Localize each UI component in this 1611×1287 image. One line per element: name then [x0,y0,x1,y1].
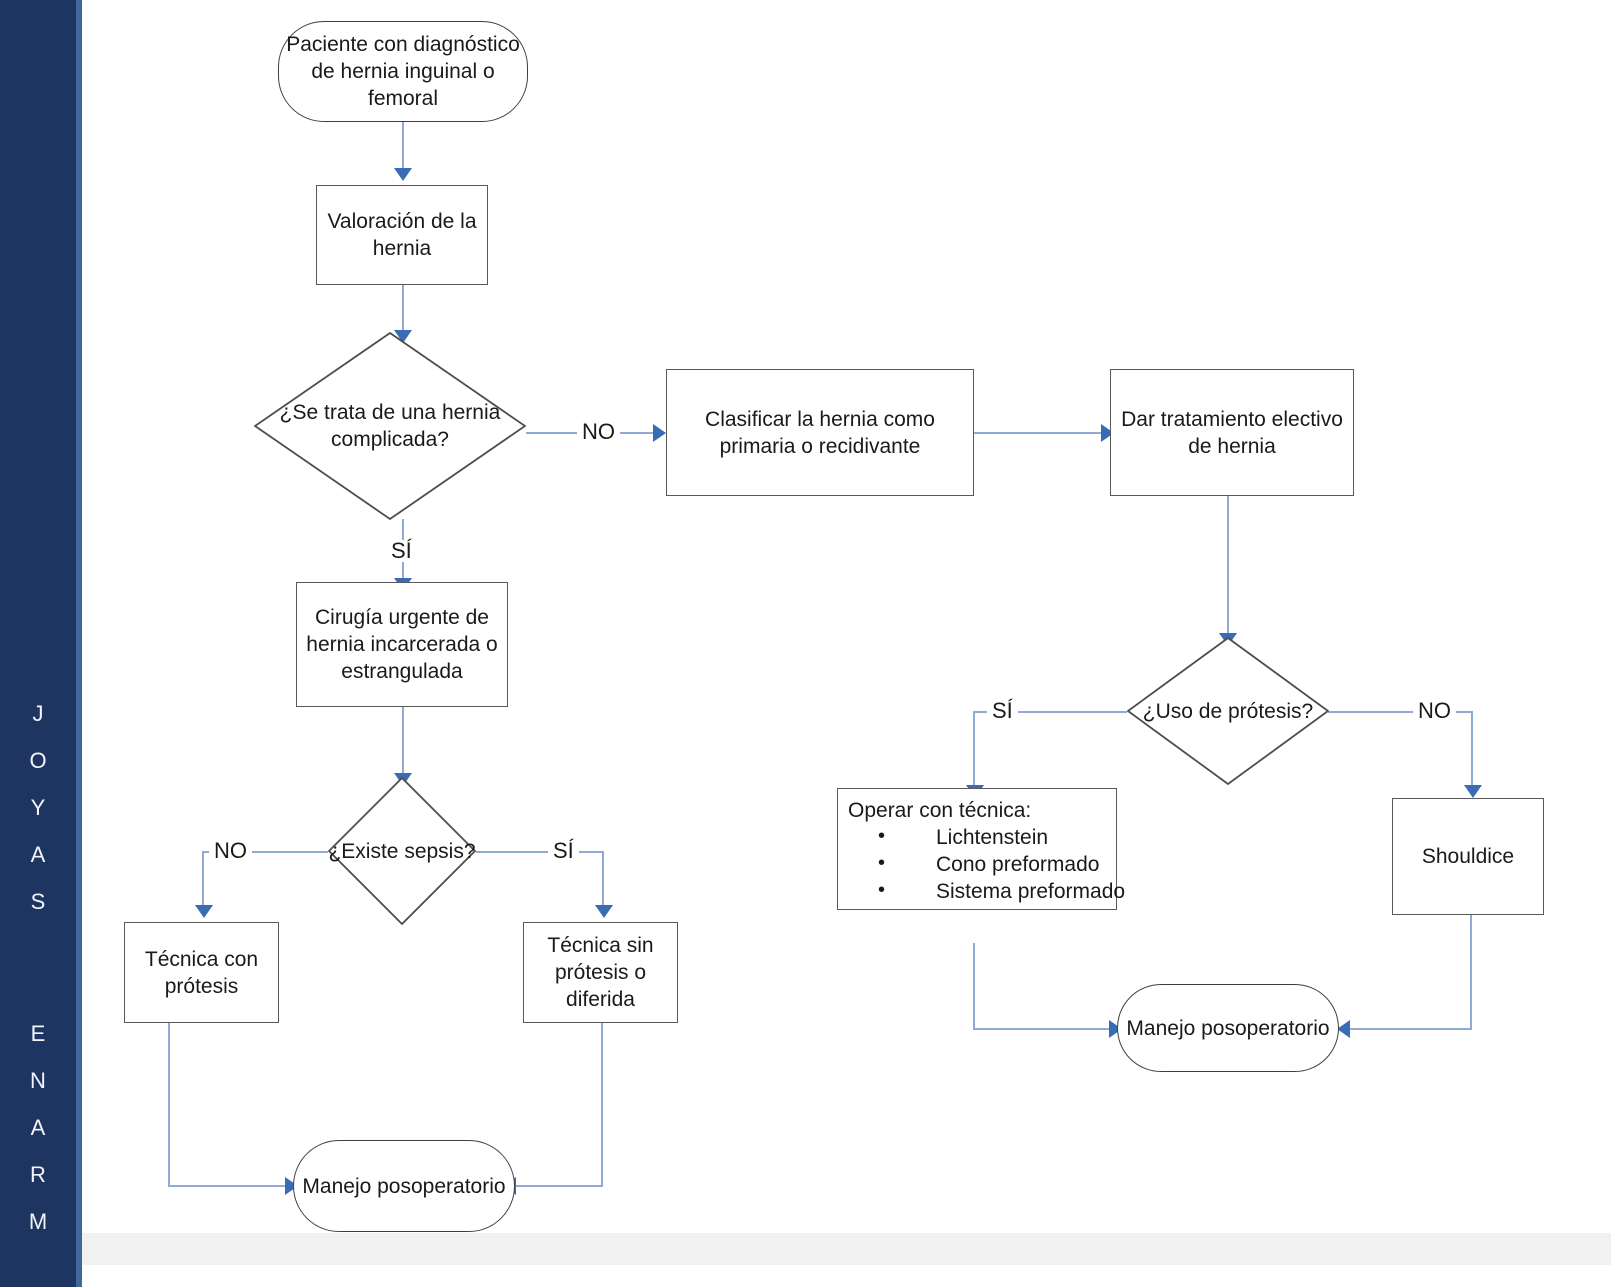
node-operar-title: Operar con técnica: [848,799,1032,822]
sidebar-brand-bottom-l5: M [28,1209,48,1234]
edge-tecnicacon-manejo-h [168,1185,293,1187]
sidebar-brand-bottom-l2: N [30,1068,46,1093]
edge-tecnicasin-manejo-h [514,1185,603,1187]
list-item: Cono preformado [878,850,1106,878]
diagram-canvas: NO SÍ NO SÍ SÍ [82,0,1611,1287]
edge-protesis-si-v [973,711,975,788]
list-item: Lichtenstein [878,823,1106,851]
sidebar-edge [76,0,82,1287]
sidebar-brand-bottom-l3: A [30,1115,46,1140]
edge-shouldice-manejo-h [1348,1028,1472,1030]
edge-start-valoracion [402,122,404,170]
sidebar-brand-top-l4: A [30,842,46,867]
edge-label-complicada-si: SÍ [386,540,417,562]
node-sepsis-label: ¿Existe sepsis? [328,839,476,863]
node-manejo-izq-label: Manejo posoperatorio [302,1174,506,1198]
node-clasificar[interactable]: Clasificar la hernia como primaria o rec… [666,369,974,496]
edge-label-complicada-no: NO [577,421,620,443]
node-cirugia-urgente-label: Cirugía urgente de hernia incarcerada o … [306,606,498,683]
sidebar: J O Y A S E N A R M [0,0,76,1287]
sidebar-brand-top-l1: J [32,701,44,726]
edge-protesis-no-h [1328,711,1473,713]
edge-label-sepsis-si: SÍ [548,840,579,862]
diamond-shape-icon [254,332,526,520]
arrow-start-valoracion [394,168,412,181]
node-tecnica-sin-protesis-label: Técnica sin prótesis o diferida [547,934,654,1011]
arrow-shouldice-manejo [1337,1020,1350,1038]
edge-protesis-si-h [973,711,1127,713]
sidebar-brand-bottom-l4: R [30,1162,46,1187]
node-sepsis[interactable]: ¿Existe sepsis? [328,777,476,925]
edge-sepsis-si-v [602,851,604,908]
edge-tecnicacon-manejo-v [168,1023,170,1186]
sidebar-brand-bottom: E N A R M [0,1010,76,1245]
bottom-band [82,1233,1611,1265]
node-operar-list: Lichtenstein Cono preformado Sistema pre… [848,823,1125,905]
sidebar-brand-top: J O Y A S [0,690,76,925]
edge-sepsis-si-h [476,851,604,853]
list-item: Sistema preformado [878,877,1125,905]
node-complicada-label: ¿Se trata de una hernia complicada? [279,401,501,451]
node-cirugia-urgente[interactable]: Cirugía urgente de hernia incarcerada o … [296,582,508,707]
edge-label-sepsis-no: NO [209,840,252,862]
node-start-label: Paciente con diagnóstico de hernia ingui… [286,33,520,110]
arrow-complicada-clasificar [653,424,666,442]
diamond-shape-icon [328,777,476,925]
node-shouldice-label: Shouldice [1421,845,1515,868]
edge-label-protesis-si: SÍ [987,700,1018,722]
edge-valoracion-complicada [402,285,404,332]
sidebar-brand-top-l2: O [29,748,47,773]
node-complicada[interactable]: ¿Se trata de una hernia complicada? [254,332,526,520]
node-electivo[interactable]: Dar tratamiento electivo de hernia [1110,369,1354,496]
edge-operar-manejo-h [973,1028,1117,1030]
sidebar-brand-top-l3: Y [30,795,46,820]
node-tecnica-con-protesis[interactable]: Técnica con prótesis [124,922,279,1023]
node-electivo-label: Dar tratamiento electivo de hernia [1121,407,1343,458]
node-shouldice[interactable]: Shouldice [1392,798,1544,915]
node-manejo-posoperatorio-derecho[interactable]: Manejo posoperatorio [1117,984,1339,1072]
node-clasificar-label: Clasificar la hernia como primaria o rec… [705,407,935,458]
edge-cirugia-sepsis [402,707,404,777]
arrow-sepsis-tecnicacon [195,905,213,918]
node-tecnica-sin-protesis[interactable]: Técnica sin prótesis o diferida [523,922,678,1023]
arrow-protesis-shouldice [1464,785,1482,798]
arrow-sepsis-tecnicasin [595,905,613,918]
node-valoracion[interactable]: Valoración de la hernia [316,185,488,285]
sidebar-brand-top-l5: S [30,889,46,914]
sidebar-brand-bottom-l1: E [30,1021,46,1046]
node-manejo-der-label: Manejo posoperatorio [1126,1016,1330,1040]
edge-operar-manejo-v [973,943,975,1029]
diamond-shape-icon [1127,637,1329,785]
node-tecnica-con-protesis-label: Técnica con prótesis [144,947,259,998]
edge-shouldice-manejo-v [1470,915,1472,1029]
edge-sepsis-no-v [202,851,204,908]
node-uso-protesis[interactable]: ¿Uso de prótesis? [1127,637,1329,785]
edge-label-protesis-no: NO [1413,700,1456,722]
edge-electivo-protesis [1227,495,1229,637]
edge-protesis-no-v [1471,711,1473,788]
edge-sepsis-no-h [202,851,328,853]
edge-tecnicasin-manejo-v [601,1023,603,1186]
node-valoracion-label: Valoración de la hernia [327,210,477,260]
edge-clasificar-electivo [974,432,1110,434]
node-manejo-posoperatorio-izquierdo[interactable]: Manejo posoperatorio [293,1140,515,1232]
node-start[interactable]: Paciente con diagnóstico de hernia ingui… [278,21,528,122]
node-operar-con-tecnica[interactable]: Operar con técnica: Lichtenstein Cono pr… [837,788,1125,910]
node-uso-protesis-label: ¿Uso de prótesis? [1142,699,1314,723]
